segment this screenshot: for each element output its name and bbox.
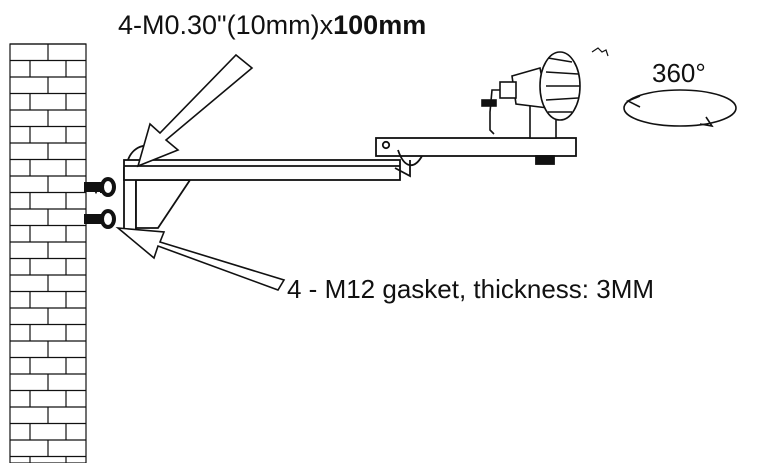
gasket-spec-label: 4 - M12 gasket, thickness: 3MM	[287, 274, 655, 304]
flood-light-icon	[481, 47, 609, 139]
gasket-callout-arrow	[115, 226, 286, 291]
bolt-icon	[84, 177, 116, 197]
bolt-icon	[84, 209, 116, 229]
bolt-spec-length: 100mm	[333, 10, 427, 40]
bolt-spec-label: 4-M0.30"(10mm)x100mm	[118, 12, 426, 39]
rotation-icon	[623, 89, 737, 128]
rotation-label: 360°	[652, 58, 706, 88]
mount-bracket-icon	[123, 137, 577, 231]
bolt-callout-arrow	[136, 53, 254, 168]
brick-wall-icon	[9, 43, 87, 463]
bolt-spec-prefix: 4-M0.30"(10mm)x	[118, 10, 334, 40]
